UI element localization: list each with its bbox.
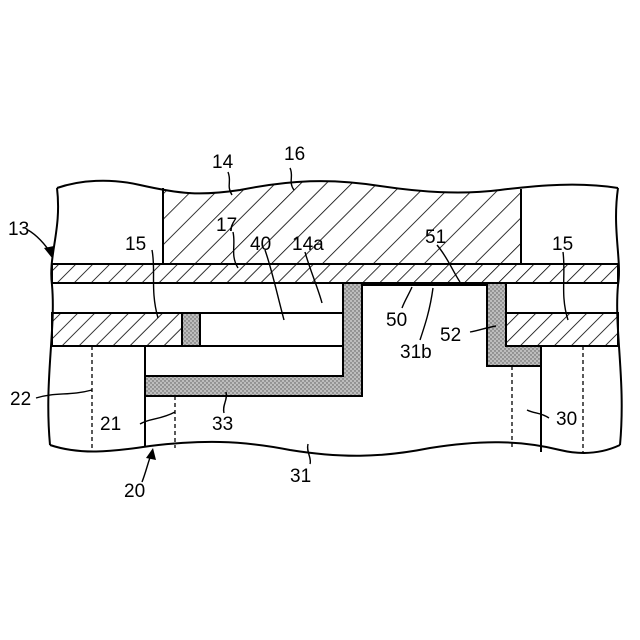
label-17: 17 — [216, 215, 237, 236]
layer-17 — [52, 264, 618, 283]
label-14a: 14a — [292, 234, 324, 255]
label-20: 20 — [124, 481, 145, 502]
layer-15-left — [52, 313, 182, 346]
label-22: 22 — [10, 389, 31, 410]
label-31: 31 — [290, 466, 311, 487]
label-21: 21 — [100, 414, 121, 435]
contact-plug-left — [182, 313, 200, 346]
label-15-right: 15 — [552, 234, 573, 255]
label-33: 33 — [212, 414, 233, 435]
label-16: 16 — [284, 144, 305, 165]
label-30: 30 — [556, 409, 577, 430]
label-15-left: 15 — [125, 234, 146, 255]
layer-15-right — [506, 313, 618, 346]
label-14: 14 — [212, 152, 234, 173]
label-50: 50 — [386, 310, 407, 331]
label-40: 40 — [250, 234, 271, 255]
label-51: 51 — [425, 227, 446, 248]
arrow-20 — [142, 448, 156, 482]
label-52: 52 — [440, 325, 461, 346]
region-40 — [200, 313, 343, 346]
label-31b: 31b — [400, 342, 432, 363]
arrow-13 — [28, 230, 54, 258]
label-13: 13 — [8, 219, 29, 240]
